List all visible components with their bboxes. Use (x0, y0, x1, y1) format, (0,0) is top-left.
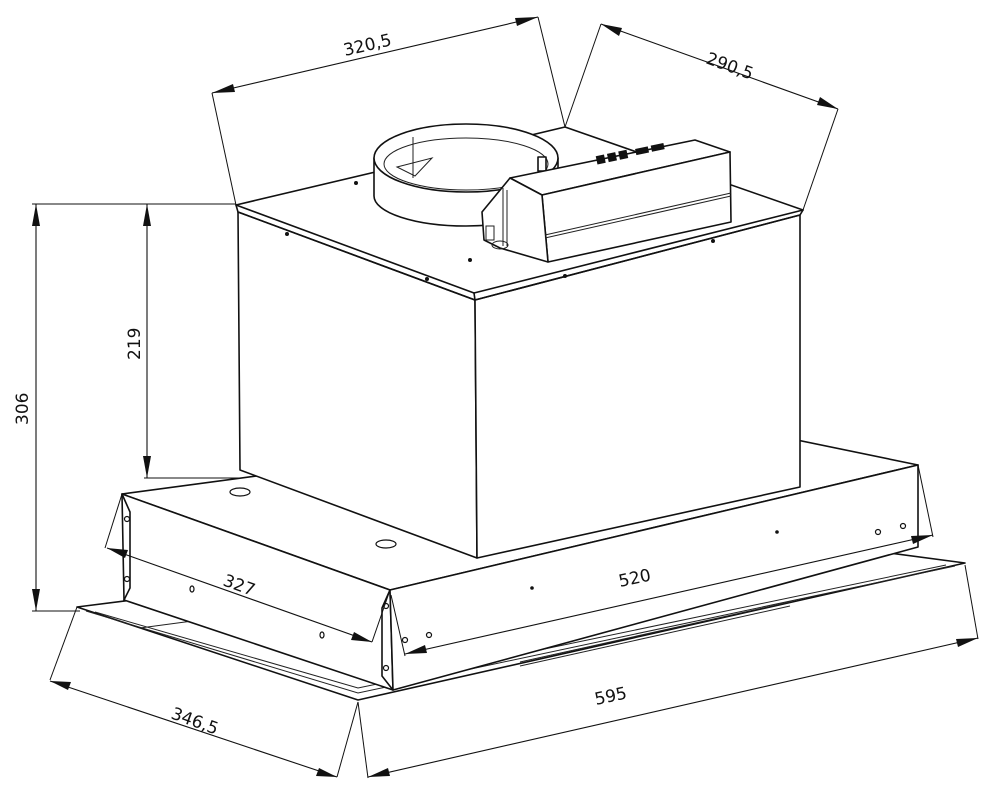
left-flange (121, 493, 131, 601)
dimension-label-frame-width: 595 (593, 684, 629, 710)
dimension-line (211, 16, 539, 94)
extension-line (537, 16, 566, 128)
dimension-label-upper-height: 219 (125, 328, 145, 360)
extension-line (802, 108, 839, 211)
control-box-seam-2 (544, 195, 732, 239)
frame-slot-right (519, 601, 791, 663)
extension-line (336, 701, 359, 778)
extension-line (357, 701, 369, 779)
front-hole (874, 528, 882, 536)
front-rivet (530, 586, 534, 590)
collar-damper (395, 157, 434, 177)
arrowhead (601, 24, 622, 36)
frame-slot-right-2 (519, 605, 791, 667)
extension-line (104, 493, 123, 549)
arrowhead (405, 645, 427, 654)
arrowhead (368, 768, 390, 777)
frame-inner-edge (85, 565, 956, 694)
top-rivet (468, 258, 472, 262)
arrowhead (50, 681, 71, 690)
dimension-line (106, 547, 373, 643)
extension-line (564, 23, 602, 128)
keyhole-slot (375, 539, 397, 549)
collar-inner-rim (383, 137, 549, 191)
control-box-seam (544, 192, 732, 236)
front-hole (425, 631, 433, 639)
collar-bolt (537, 156, 547, 172)
front-flange (381, 589, 394, 691)
electronics-box: ▪▪▪ ▬▬ (481, 135, 732, 263)
side-hole (189, 585, 195, 593)
front-hole (899, 522, 907, 530)
front-rivet (775, 530, 779, 534)
dimension-label-total-height: 306 (13, 393, 33, 425)
arrowhead (212, 84, 235, 93)
arrowhead (351, 632, 372, 642)
collar-rim (373, 123, 559, 193)
top-rivet (354, 181, 358, 185)
dimension-line (367, 637, 979, 778)
control-box-connector (485, 225, 495, 241)
body-front-face (389, 464, 919, 691)
arrowhead (32, 589, 40, 611)
lip-rivet (425, 277, 429, 281)
dimension-line (404, 534, 934, 655)
arrowhead (515, 17, 538, 26)
arrowhead (316, 768, 337, 777)
arrowhead (817, 97, 838, 109)
dimension-upper-height: 219 (125, 204, 240, 479)
arrowhead (143, 456, 151, 478)
flange-screw (123, 575, 131, 583)
extension-line (917, 464, 934, 538)
dimension-line (49, 680, 338, 778)
keyhole-slot (229, 487, 251, 497)
lip-rivet (711, 239, 715, 243)
lip-rivet (563, 274, 567, 278)
dimension-total-height: 306 (13, 203, 236, 612)
control-box-grommet (491, 240, 509, 250)
front-hole (401, 636, 409, 644)
dimension-label-top-depth: 290,5 (703, 49, 756, 84)
arrowhead (107, 548, 128, 558)
dimension-label-frame-depth: 346,5 (168, 704, 221, 739)
frame-inner-edge-2 (94, 564, 947, 689)
extension-line (390, 594, 406, 657)
lip-rivet (285, 232, 289, 236)
housing-lip-corner (473, 292, 476, 301)
arrowhead (956, 638, 978, 647)
side-hole (319, 631, 325, 639)
dimension-base-width: 520 (390, 464, 934, 657)
flange-screw (123, 515, 131, 523)
arrowhead (911, 535, 933, 544)
extension-line (49, 606, 78, 681)
arrowhead (143, 204, 151, 226)
dimension-line (600, 23, 839, 110)
arrowhead (32, 204, 40, 226)
extension-line (371, 589, 391, 643)
flange-screw (382, 664, 390, 672)
extension-line (964, 564, 979, 640)
extension-line (211, 92, 237, 206)
